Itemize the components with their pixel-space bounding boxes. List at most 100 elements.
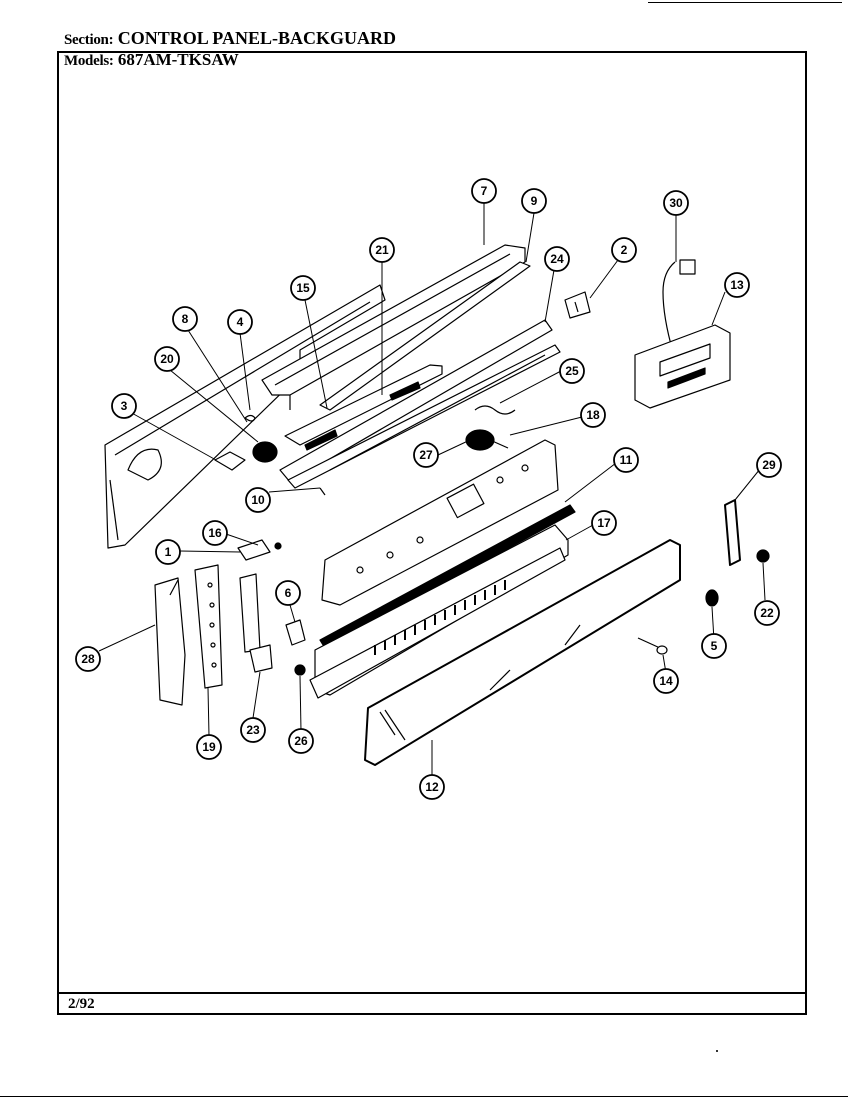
top-edge-rule: [648, 2, 842, 3]
knob-20: [252, 441, 278, 463]
spring-clip-4: [244, 414, 256, 422]
callout-18: 18: [580, 402, 606, 428]
trim-strip-9: [319, 261, 531, 411]
callout-19-label: 19: [202, 740, 216, 754]
end-cap-28: [154, 577, 186, 706]
callout-20-label: 20: [160, 352, 174, 366]
callout-16-label: 16: [208, 526, 222, 540]
callout-3-label: 3: [121, 399, 128, 413]
vent-slots: [374, 580, 506, 655]
section-title: CONTROL PANEL-BACKGUARD: [117, 28, 396, 48]
callout-12-label: 12: [425, 780, 439, 794]
callout-25: 25: [559, 358, 585, 384]
callout-11: 11: [613, 447, 639, 473]
callout-21-label: 21: [375, 243, 389, 257]
callout-2-label: 2: [621, 243, 628, 257]
end-bracket-6: [285, 619, 306, 646]
callout-23: 23: [240, 717, 266, 743]
side-trim-29: [724, 499, 741, 566]
models-heading: Models: 687AM-TKSAW: [64, 50, 239, 70]
callout-25-label: 25: [565, 364, 579, 378]
callout-28: 28: [75, 646, 101, 672]
callout-14: 14: [653, 668, 679, 694]
knob-27: [465, 429, 509, 451]
callout-9: 9: [521, 188, 547, 214]
callout-16: 16: [202, 520, 228, 546]
switch-mount-panel-18: [321, 439, 559, 606]
grommet-26: [294, 664, 306, 676]
callout-30: 30: [663, 190, 689, 216]
callout-29: 29: [756, 452, 782, 478]
callout-26-label: 26: [294, 734, 308, 748]
callout-1: 1: [155, 539, 181, 565]
spring-5: [705, 589, 719, 607]
callout-6-label: 6: [285, 586, 292, 600]
wiring-harness-30: [662, 259, 696, 353]
callout-2: 2: [611, 237, 637, 263]
callout-6: 6: [275, 580, 301, 606]
callout-5-label: 5: [711, 639, 718, 653]
callout-5: 5: [701, 633, 727, 659]
channel-bracket-24: [279, 319, 561, 496]
models-label: Models:: [64, 53, 114, 69]
spring-25: [474, 405, 516, 415]
callout-14-label: 14: [659, 674, 673, 688]
knob-22: [756, 549, 770, 563]
callout-11-label: 11: [620, 453, 633, 467]
callout-7-label: 7: [481, 184, 488, 198]
control-panel-glass-12: [364, 539, 681, 766]
clip-3: [214, 451, 246, 471]
callout-28-label: 28: [81, 652, 95, 666]
callout-8-label: 8: [182, 312, 189, 326]
callout-30-label: 30: [669, 196, 683, 210]
callout-1-label: 1: [165, 545, 172, 559]
callout-7: 7: [471, 178, 497, 204]
callout-22-label: 22: [760, 606, 774, 620]
callout-15: 15: [290, 275, 316, 301]
callout-13-label: 13: [730, 278, 744, 292]
screw-14: [637, 637, 668, 655]
callout-23-label: 23: [246, 723, 260, 737]
section-label: Section:: [64, 32, 114, 48]
side-bracket-19: [194, 564, 223, 689]
callout-10: 10: [245, 487, 271, 513]
top-trim-7: [261, 244, 526, 410]
bracket-16: [237, 539, 282, 561]
callout-13: 13: [724, 272, 750, 298]
callout-24-label: 24: [550, 252, 564, 266]
callout-18-label: 18: [586, 408, 600, 422]
scan-speck: [716, 1050, 718, 1052]
front-panel-17: [309, 524, 569, 699]
callout-19: 19: [196, 734, 222, 760]
models-value: 687AM-TKSAW: [117, 50, 239, 69]
glass-retainer-21: [284, 364, 443, 451]
callout-15-label: 15: [296, 281, 310, 295]
bracket-2: [564, 291, 591, 319]
callout-21: 21: [369, 237, 395, 263]
callout-20: 20: [154, 346, 180, 372]
bottom-edge-rule: [0, 1096, 848, 1097]
callout-8: 8: [172, 306, 198, 332]
leader-lines: [98, 203, 766, 776]
callout-27: 27: [413, 442, 439, 468]
callout-24: 24: [544, 246, 570, 272]
diagram-frame: [57, 51, 807, 1015]
electronic-control-13: [634, 324, 731, 409]
callout-22: 22: [754, 600, 780, 626]
hinge-bracket-23: [239, 573, 273, 673]
footer-date: 2/92: [68, 996, 95, 1012]
callout-27-label: 27: [419, 448, 433, 462]
callout-10-label: 10: [251, 493, 265, 507]
callout-9-label: 9: [531, 194, 538, 208]
callout-17-label: 17: [597, 516, 611, 530]
section-heading: Section: CONTROL PANEL-BACKGUARD: [64, 28, 396, 49]
callout-29-label: 29: [762, 458, 776, 472]
callout-3: 3: [111, 393, 137, 419]
callout-17: 17: [591, 510, 617, 536]
callout-26: 26: [288, 728, 314, 754]
callout-4-label: 4: [237, 315, 244, 329]
callout-12: 12: [419, 774, 445, 800]
footer-rule: [57, 992, 807, 994]
callout-4: 4: [227, 309, 253, 335]
